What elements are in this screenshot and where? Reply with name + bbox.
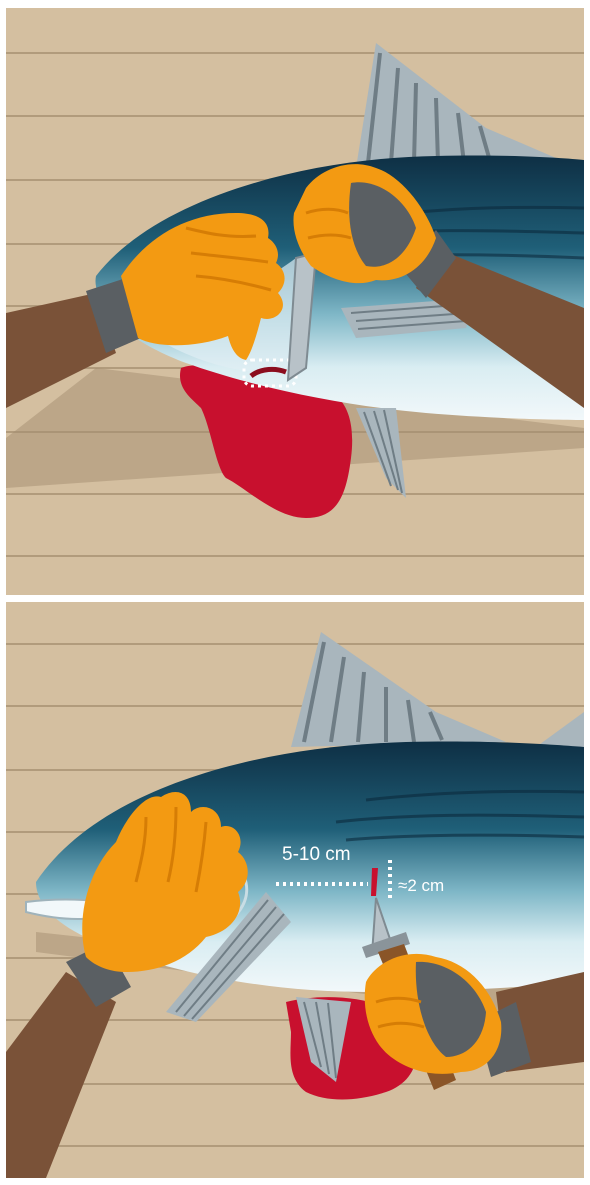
distance-label: 5-10 cm [282,844,351,865]
depth-label: ≈2 cm [398,876,444,895]
panel-spinal-cut: 5-10 cm ≈2 cm [6,602,584,1178]
bleeding-cut-illustration [6,8,584,595]
panel-bleeding-cut [6,8,584,595]
spinal-cut-illustration: 5-10 cm ≈2 cm [6,602,584,1178]
